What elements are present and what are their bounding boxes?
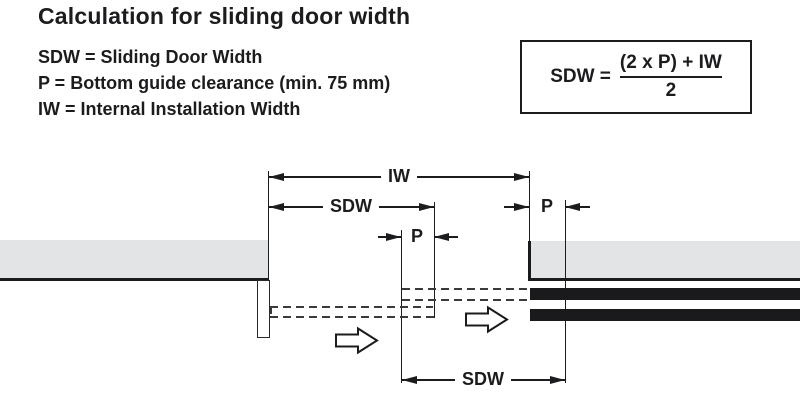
left-wall xyxy=(0,240,268,278)
formula-lhs: SDW = xyxy=(550,66,611,87)
legend-p: P = Bottom guide clearance (min. 75 mm) xyxy=(38,73,391,93)
dim-iw-label: IW xyxy=(381,166,417,187)
ghost-door-right-top-dashed xyxy=(402,288,530,290)
dim-iw-arrow-left-icon xyxy=(269,173,284,181)
extension-line-left-opening xyxy=(267,171,269,281)
ghost-door-left-bottom-dashed xyxy=(270,316,435,318)
dim-p-right-arrow-left-icon xyxy=(514,203,529,211)
formula-numerator: (2 x P) + IW xyxy=(619,51,722,73)
door-panel-back xyxy=(530,309,800,321)
dim-p-mid-arrow-left-icon xyxy=(386,233,401,241)
dim-p-right-arrow-right-icon xyxy=(565,203,580,211)
left-wall-bottom-edge xyxy=(0,278,268,281)
dim-iw-arrow-right-icon xyxy=(514,173,529,181)
door-panel-front xyxy=(530,288,800,300)
right-wall xyxy=(530,241,800,278)
dim-p-mid-arrow-right-icon xyxy=(434,233,449,241)
legend-sdw: SDW = Sliding Door Width xyxy=(38,47,263,67)
dim-sdw-bottom-arrow-right-icon xyxy=(550,376,565,384)
dim-sdw-top-arrow-right-icon xyxy=(419,203,434,211)
dim-p-right-label: P xyxy=(533,196,561,217)
extension-line-right-opening xyxy=(528,171,530,241)
legend-iw: IW = Internal Installation Width xyxy=(38,99,301,119)
formula-fraction: (2 x P) + IW 2 xyxy=(619,51,722,103)
formula-denominator: 2 xyxy=(665,80,677,102)
formula-fraction-bar xyxy=(619,75,722,79)
ghost-door-right-bottom-dashed xyxy=(402,299,530,301)
dim-sdw-bottom-arrow-left-icon xyxy=(402,376,417,384)
dim-sdw-top-arrow-left-icon xyxy=(269,203,284,211)
right-wall-opening-edge xyxy=(528,241,531,281)
bottom-guide-profile xyxy=(257,280,270,338)
legend: SDW = Sliding Door Width P = Bottom guid… xyxy=(38,44,390,122)
formula-box: SDW = (2 x P) + IW 2 xyxy=(520,40,752,114)
dim-sdw-top-label: SDW xyxy=(323,196,379,217)
ghost-door-left-top-dashed xyxy=(270,306,433,308)
ghost-door-left-end-dashed xyxy=(270,307,272,318)
dim-p-mid-label: P xyxy=(403,226,431,247)
dim-sdw-bottom-label: SDW xyxy=(455,369,511,390)
extension-line-sdw-right xyxy=(433,202,435,318)
slide-direction-arrow-icon xyxy=(335,326,379,355)
right-wall-bottom-edge xyxy=(528,278,800,281)
slide-direction-arrow-icon xyxy=(465,305,509,334)
page-title: Calculation for sliding door width xyxy=(38,3,411,29)
